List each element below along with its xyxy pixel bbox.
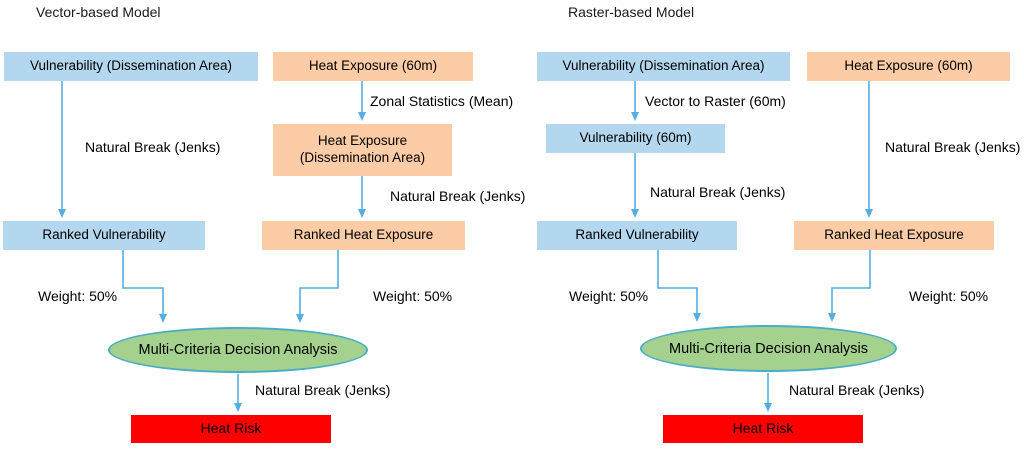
raster-natural-break-vulnerability-label: Natural Break (Jenks) <box>650 184 786 200</box>
vector-heat-exposure-da-line2: (Dissemination Area) <box>299 150 426 165</box>
raster-weight-heat-label: Weight: 50% <box>909 288 989 304</box>
raster-natural-break-heat-label: Natural Break (Jenks) <box>885 139 1021 155</box>
vector-vulnerability-box: Vulnerability (Dissemination Area) <box>4 52 258 81</box>
raster-natural-break-final-label: Natural Break (Jenks) <box>789 382 925 398</box>
raster-ranked-vulnerability-box: Ranked Vulnerability <box>537 221 737 250</box>
vector-heat-risk-box: Heat Risk <box>131 415 331 443</box>
vector-natural-break-final-label: Natural Break (Jenks) <box>255 382 391 398</box>
arrow-raster-ranked-heat-to-mcda <box>828 250 871 322</box>
raster-heat-exposure-box: Heat Exposure (60m) <box>807 52 1010 81</box>
vector-weight-heat-label: Weight: 50% <box>373 288 453 304</box>
vector-mcda-ellipse: Multi-Criteria Decision Analysis <box>108 327 368 373</box>
vector-natural-break-heat-label: Natural Break (Jenks) <box>390 188 526 204</box>
vector-ranked-heat-exposure-box: Ranked Heat Exposure <box>262 221 465 250</box>
vector-ranked-vulnerability-box: Ranked Vulnerability <box>3 221 205 250</box>
raster-model-title: Raster-based Model <box>568 4 695 20</box>
raster-heat-risk-box: Heat Risk <box>663 415 863 443</box>
vector-heat-exposure-box: Heat Exposure (60m) <box>273 52 473 81</box>
arrow-vector-ranked-vulnerability-to-mcda <box>122 250 167 323</box>
vector-heat-exposure-da-line1: Heat Exposure <box>317 133 408 149</box>
vector-zonal-statistics-label: Zonal Statistics (Mean) <box>370 93 514 109</box>
raster-mcda-ellipse: Multi-Criteria Decision Analysis <box>640 325 897 372</box>
raster-weight-vulnerability-label: Weight: 50% <box>569 288 649 304</box>
raster-vulnerability-60m-box: Vulnerability (60m) <box>546 124 725 153</box>
raster-vector-to-raster-label: Vector to Raster (60m) <box>645 93 786 109</box>
arrow-raster-ranked-vulnerability-to-mcda <box>657 250 701 322</box>
vector-weight-vulnerability-label: Weight: 50% <box>38 288 118 304</box>
vector-model-title: Vector-based Model <box>36 4 161 20</box>
raster-vulnerability-box: Vulnerability (Dissemination Area) <box>537 52 790 81</box>
vector-heat-exposure-da-box: Heat Exposure (Dissemination Area) <box>273 124 452 176</box>
arrow-vector-ranked-heat-to-mcda <box>296 250 339 323</box>
raster-ranked-heat-exposure-box: Ranked Heat Exposure <box>794 221 994 250</box>
vector-natural-break-vulnerability-label: Natural Break (Jenks) <box>85 139 221 155</box>
